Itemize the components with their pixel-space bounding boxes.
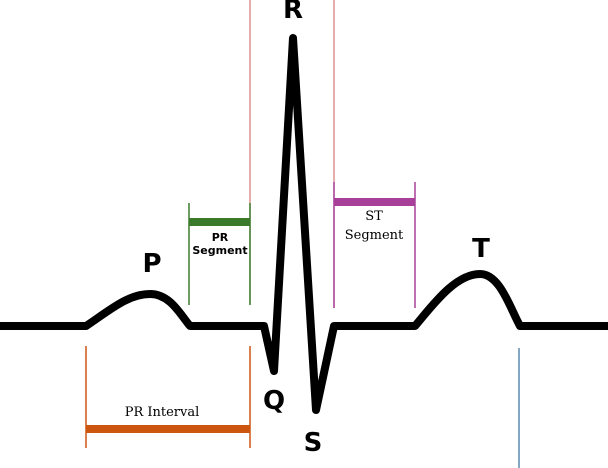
s-wave-label: S xyxy=(304,428,323,458)
pr-interval-label: PR Interval xyxy=(125,405,200,420)
st-segment-label-line1: ST xyxy=(365,209,383,224)
pr-interval-bracket xyxy=(85,346,251,448)
ecg-trace xyxy=(0,34,608,414)
pr-interval-bar xyxy=(86,425,250,433)
p-wave-label: P xyxy=(142,249,161,279)
pr-segment-bracket xyxy=(188,203,251,305)
r-wave-label: R xyxy=(283,0,303,25)
st-segment-bracket xyxy=(333,182,416,308)
q-wave-label: Q xyxy=(263,386,285,416)
pr-segment-label-line2: Segment xyxy=(192,244,247,257)
st-segment-label-line2: Segment xyxy=(345,228,404,243)
t-wave-label: T xyxy=(472,234,490,264)
pr-segment-bar xyxy=(189,218,250,226)
pr-segment-label-line1: PR xyxy=(212,231,229,244)
st-segment-bar xyxy=(334,198,415,206)
